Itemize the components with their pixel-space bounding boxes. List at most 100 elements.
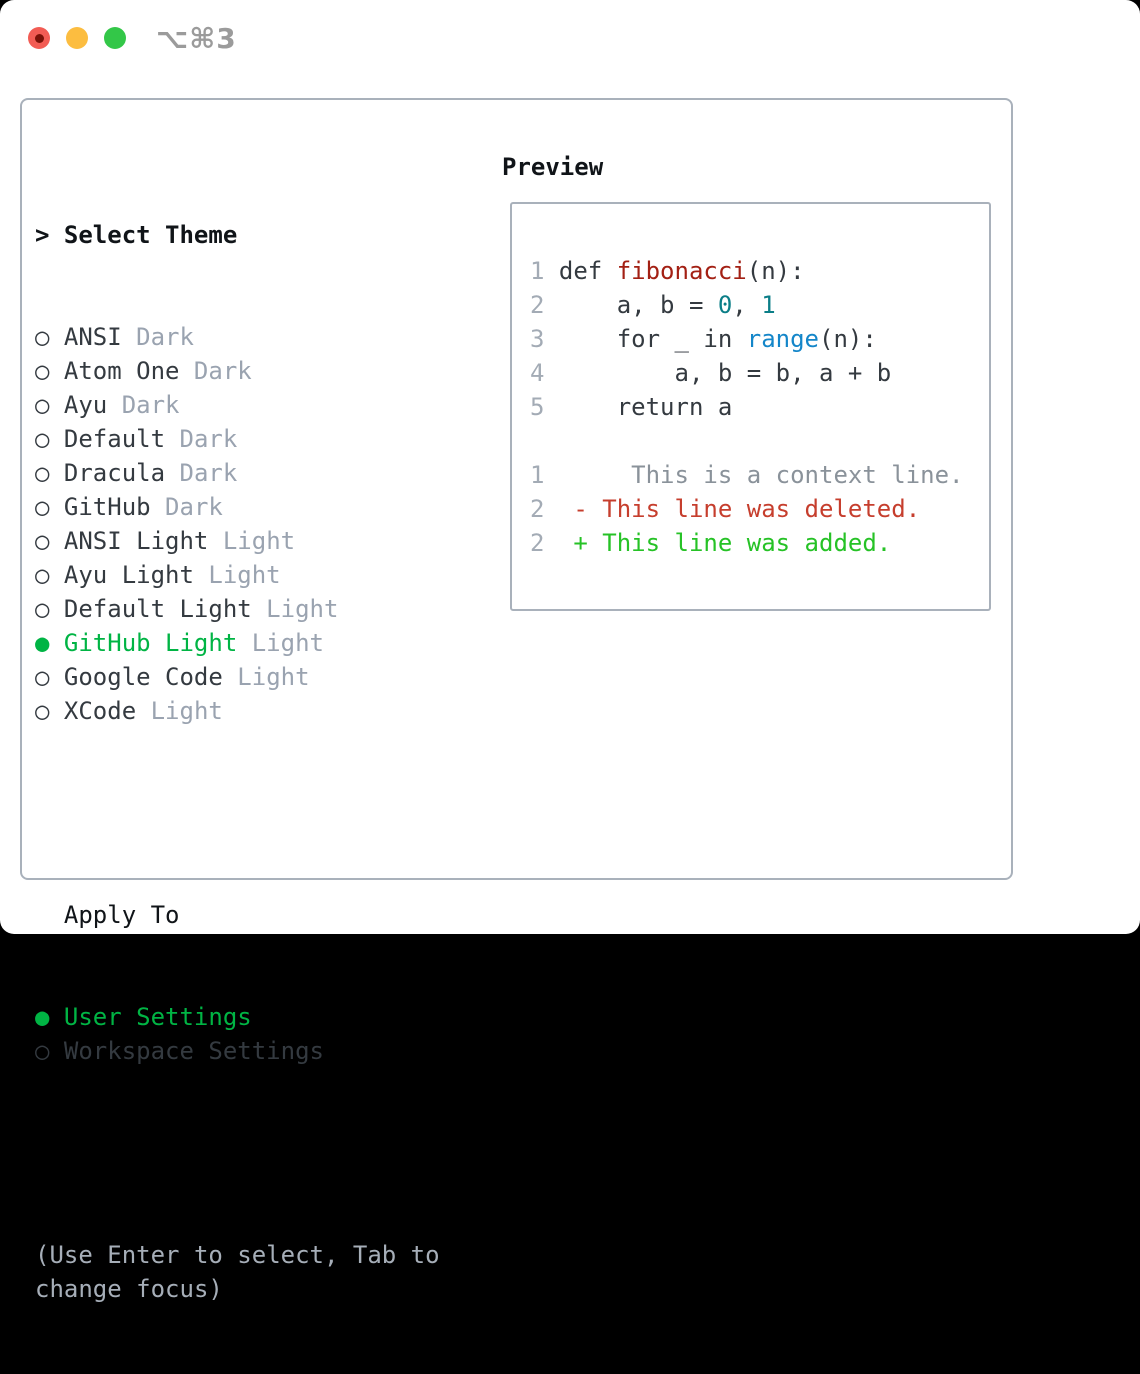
option-label: User Settings	[63, 1003, 252, 1031]
variant-label: Dark	[165, 459, 238, 487]
spacer	[35, 796, 440, 830]
apply-to-header: Apply To	[35, 898, 440, 932]
code-token-ctx: This is a context line.	[544, 461, 964, 489]
select-theme-label: Select Theme	[63, 221, 238, 249]
variant-label: Dark	[165, 425, 238, 453]
preview-header: Preview	[502, 153, 604, 181]
radio-unselected-icon: ○	[35, 459, 50, 487]
cursor-icon: >	[35, 221, 50, 249]
theme-picker-panel: >Select Theme ○ANSI Dark○Atom One Dark○A…	[20, 98, 1013, 1303]
radio-unselected-icon: ○	[35, 595, 50, 623]
code-line: 2 + This line was added.	[530, 526, 963, 560]
theme-option[interactable]: ○Default Light Light	[35, 592, 440, 626]
radio-selected-icon: ●	[35, 1003, 50, 1031]
variant-label: Light	[136, 697, 223, 725]
theme-option[interactable]: ○ Default Dark	[35, 422, 440, 456]
theme-option[interactable]: ○ANSI Light Light	[35, 524, 440, 558]
radio-unselected-icon: ○	[35, 697, 50, 725]
code-token-code: (n):	[819, 325, 877, 353]
code-token-code	[544, 529, 573, 557]
theme-option[interactable]: ○ Dracula Dark	[35, 456, 440, 490]
code-token-num: 5	[530, 393, 545, 421]
zoom-button[interactable]	[104, 27, 126, 49]
radio-unselected-icon: ○	[35, 561, 50, 589]
close-button[interactable]	[28, 27, 50, 49]
theme-option[interactable]: ○Ayu Light Light	[35, 558, 440, 592]
code-token-builtin: range	[746, 325, 819, 353]
option-label: Ayu	[63, 391, 108, 419]
keyboard-hint: (Use Enter to select, Tab to change focus…	[35, 1238, 440, 1306]
theme-option[interactable]: ○ XCode Light	[35, 694, 440, 728]
theme-option[interactable]: ○Atom One Dark	[35, 354, 440, 388]
code-token-fn: fibonacci	[616, 257, 747, 285]
code-token-add: + This line was added.	[573, 529, 892, 557]
radio-unselected-icon: ○	[35, 1037, 50, 1065]
radio-unselected-icon: ○	[35, 357, 50, 385]
title-bar: ⌥⌘3	[28, 22, 237, 55]
code-token-num: 4	[530, 359, 545, 387]
code-token-num: 1	[530, 461, 545, 489]
apply-to-option[interactable]: ● User Settings	[35, 1000, 440, 1034]
apply-to-list: ● User Settings ○ Workspace Settings	[35, 1000, 440, 1068]
apply-to-label: Apply To	[63, 901, 180, 929]
app-window: ⌥⌘3 >Select Theme ○ANSI Dark○Atom One Da…	[0, 0, 1140, 1303]
radio-unselected-icon: ○	[35, 527, 50, 555]
hint-line: change focus)	[35, 1275, 223, 1303]
code-token-code: (n):	[746, 257, 805, 285]
radio-unselected-icon: ○	[35, 663, 50, 691]
theme-list-column: >Select Theme ○ANSI Dark○Atom One Dark○A…	[35, 150, 440, 1374]
option-label: ANSI	[63, 323, 122, 351]
code-token-code: return a	[544, 393, 733, 421]
apply-to-option[interactable]: ○ Workspace Settings	[35, 1034, 440, 1068]
code-token-num: 3	[530, 325, 545, 353]
code-token-num: 2	[530, 495, 545, 523]
code-line: 1 This is a context line.	[530, 458, 963, 492]
option-label: GitHub Light	[63, 629, 238, 657]
theme-list: ○ANSI Dark○Atom One Dark○Ayu Dark○Defaul…	[35, 320, 440, 728]
option-label: Google Code	[63, 663, 223, 691]
option-label: Ayu Light	[63, 561, 194, 589]
option-label: Default Light	[63, 595, 252, 623]
radio-unselected-icon: ○	[35, 425, 50, 453]
minimize-button[interactable]	[66, 27, 88, 49]
code-line: 4 a, b = b, a + b	[530, 356, 963, 390]
select-theme-header: > Select Theme	[35, 218, 440, 252]
code-token-code: def	[558, 257, 617, 285]
theme-option[interactable]: ● GitHub Light Light	[35, 626, 440, 660]
hint-line: (Use Enter to select, Tab to	[35, 1241, 440, 1269]
theme-option[interactable]: ○GitHub Dark	[35, 490, 440, 524]
code-token-lit: 0	[717, 291, 733, 319]
option-label: XCode	[63, 697, 137, 725]
variant-label: Dark	[179, 357, 252, 385]
code-token-lit: 1	[761, 291, 776, 319]
radio-unselected-icon: ○	[35, 493, 50, 521]
radio-selected-icon: ●	[35, 629, 50, 657]
code-line: 5 return a	[530, 390, 963, 424]
code-line: 2 a, b = 0, 1	[530, 288, 963, 322]
option-label: Default	[63, 425, 166, 453]
code-token-code: a, b =	[544, 291, 718, 319]
code-token-num: 2	[530, 529, 545, 557]
option-label: GitHub	[63, 493, 151, 521]
close-dot-icon	[34, 33, 44, 43]
code-token-num: 1	[530, 257, 559, 285]
option-label: Workspace Settings	[63, 1037, 324, 1065]
code-token-code: for _ in	[544, 325, 747, 353]
option-label: Dracula	[63, 459, 166, 487]
radio-unselected-icon: ○	[35, 391, 50, 419]
variant-label: Dark	[107, 391, 180, 419]
variant-label: Dark	[121, 323, 194, 351]
variant-label: Light	[222, 663, 310, 691]
theme-option[interactable]: ○ANSI Dark	[35, 320, 440, 354]
code-token-code: a, b = b, a + b	[544, 359, 892, 387]
code-token-code	[544, 495, 573, 523]
theme-option[interactable]: ○ Google Code Light	[35, 660, 440, 694]
code-line: 1 def fibonacci(n):	[530, 254, 963, 288]
window-title: ⌥⌘3	[156, 21, 237, 55]
code-line	[530, 424, 963, 458]
code-line: 2 - This line was deleted.	[530, 492, 963, 526]
theme-option[interactable]: ○ Ayu Dark	[35, 388, 440, 422]
variant-label: Light	[237, 629, 324, 657]
